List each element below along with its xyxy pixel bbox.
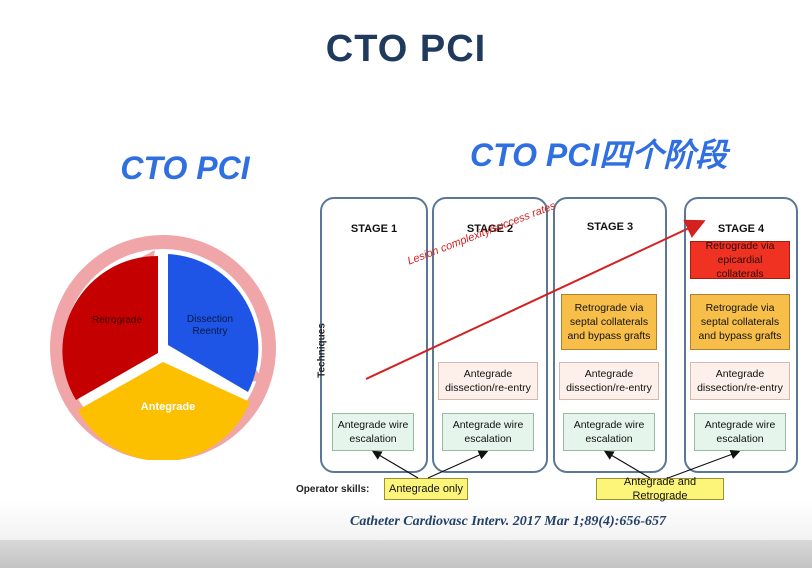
operator-skills-label: Operator skills:	[296, 484, 370, 495]
stage-3-dissection-box: Antegrade dissection/re-entry	[559, 362, 659, 400]
skill-antegrade-retrograde-box: Antegrade and Retrograde	[596, 476, 724, 502]
right-title: CTO PCI四个阶段	[470, 137, 728, 173]
stage-1-title: STAGE 1	[350, 223, 398, 235]
pie-label-dissection-2: Reentry	[192, 326, 227, 337]
pie-label-dissection-1: Dissection	[187, 314, 233, 325]
stage-4-title: STAGE 4	[717, 223, 765, 235]
stage-3-title: STAGE 3	[586, 221, 634, 233]
pie-segment-dissection	[168, 254, 259, 392]
main-title: CTO PCI	[325, 28, 487, 70]
stage-2-dissection-box: Antegrade dissection/re-entry	[438, 362, 538, 400]
stage-1-panel: STAGE 1 Antegrade wire escalation	[320, 197, 428, 473]
stage-4-wire-box: Antegrade wire escalation	[694, 413, 786, 451]
pie-segment-retrograde	[62, 255, 158, 400]
stage-4-epicardial-box: Retrograde via epicardial collaterals	[690, 240, 790, 280]
pie-label-retrograde: Retrograde	[92, 315, 142, 326]
stage-1-wire-box: Antegrade wire escalation	[332, 413, 414, 451]
pie-segment-antegrade	[78, 362, 250, 460]
skill-antegrade-only-box: Antegrade only	[384, 478, 468, 500]
stage-3-retrograde-box: Retrograde via septal collaterals and by…	[561, 294, 657, 350]
pie-label-antegrade: Antegrade	[141, 401, 195, 413]
technique-pie-chart: Retrograde Dissection Reentry Antegrade	[50, 235, 276, 460]
left-title: CTO PCI	[120, 150, 250, 186]
stage-4-panel: STAGE 4 Retrograde via epicardial collat…	[684, 197, 798, 473]
techniques-label: Techniques	[316, 323, 328, 378]
stage-2-wire-box: Antegrade wire escalation	[442, 413, 534, 451]
stage-4-retrograde-box: Retrograde via septal collaterals and by…	[690, 294, 790, 350]
stage-3-panel: STAGE 3 Retrograde via septal collateral…	[553, 197, 667, 473]
stage-4-dissection-box: Antegrade dissection/re-entry	[690, 362, 790, 400]
stage-3-wire-box: Antegrade wire escalation	[563, 413, 655, 451]
bottom-bar	[0, 540, 812, 568]
citation: Catheter Cardiovasc Interv. 2017 Mar 1;8…	[350, 514, 667, 529]
